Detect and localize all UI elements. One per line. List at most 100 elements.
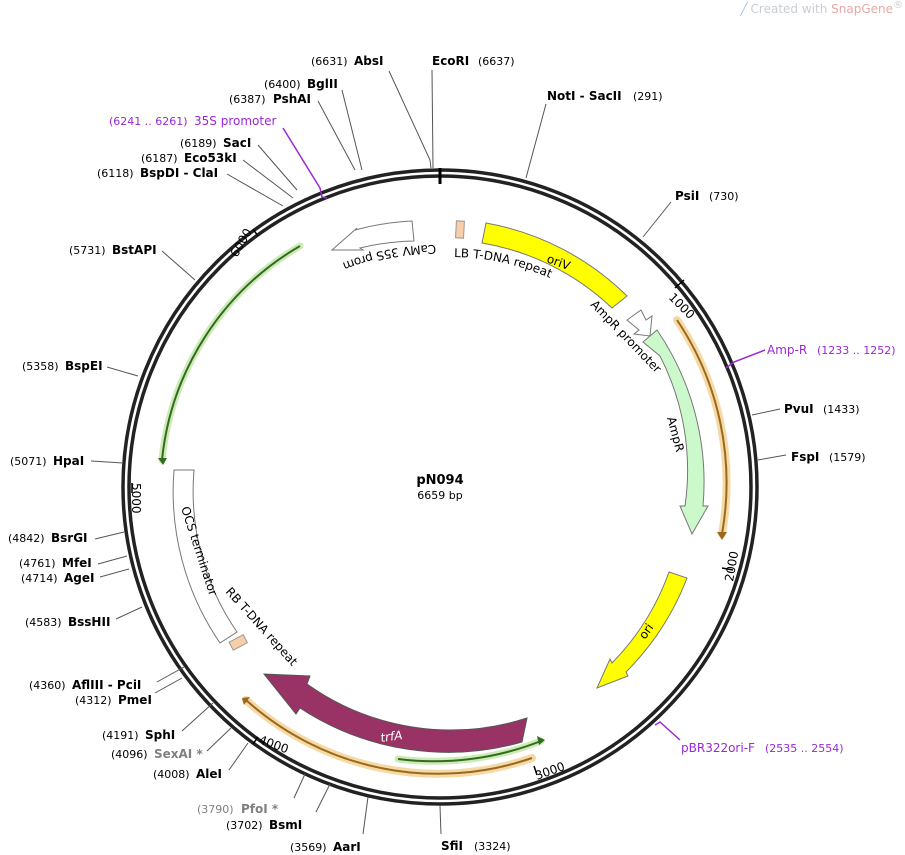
restriction-site-bspei[interactable]: (5358) BspEI — [22, 359, 103, 373]
restriction-site-eco53ki[interactable]: (6187) Eco53kI — [141, 151, 237, 165]
feature-label-trfa: trfA — [379, 728, 403, 745]
site-name: SacI — [223, 136, 251, 150]
restriction-site-saci[interactable]: (6189) SacI — [180, 136, 251, 150]
restriction-site-sfii[interactable]: SfiI (3324) — [441, 839, 511, 853]
site-name: BspDI - ClaI — [140, 166, 218, 180]
restriction-site-psii[interactable]: PsiI (730) — [675, 189, 739, 203]
restriction-site-noti-sacii[interactable]: NotI - SacII (291) — [547, 89, 663, 103]
site-name: MfeI — [62, 556, 92, 570]
site-name: AgeI — [64, 571, 94, 585]
site-position: (4761) — [19, 557, 56, 570]
site-name: FspI — [791, 450, 819, 464]
site-position: (3702) — [226, 819, 263, 832]
orf-green-left-arc[interactable] — [158, 242, 304, 465]
site-name: BstAPI — [112, 243, 157, 257]
site-position: (4312) — [75, 694, 112, 707]
primer-mark — [725, 349, 766, 369]
restriction-site-aflIII-pcii[interactable]: (4360) AflIII - PciI — [29, 678, 141, 692]
restriction-site-bstapi[interactable]: (5731) BstAPI — [69, 243, 157, 257]
site-position: (6637) — [478, 55, 515, 68]
restriction-site-pshai[interactable]: (6387) PshAI — [229, 92, 311, 106]
plasmid-name: pN094 — [416, 473, 463, 488]
site-position: (3324) — [474, 840, 511, 853]
restriction-site-sexai[interactable]: (4096) SexAI * — [111, 747, 203, 761]
site-name: PmeI — [118, 693, 152, 707]
site-position: (291) — [633, 90, 663, 103]
restriction-site-bsshii[interactable]: (4583) BssHII — [25, 615, 110, 629]
length-ticks — [131, 228, 734, 776]
site-position: (6400) — [264, 78, 301, 91]
ocs-box — [172, 469, 238, 644]
feature-ori[interactable]: ori — [596, 571, 688, 689]
site-position: (730) — [709, 190, 739, 203]
feature-rb-t-dna-repeat[interactable]: RB T-DNA repeat — [223, 585, 301, 669]
primer-position: (2535 .. 2554) — [765, 742, 844, 755]
restriction-site-absi[interactable]: (6631) AbsI — [311, 54, 383, 68]
restriction-site-sphi[interactable]: (4191) SphI — [102, 728, 175, 742]
orf-amp-arc[interactable] — [673, 316, 731, 540]
trfa-arrow — [262, 673, 528, 753]
restriction-site-aari[interactable]: (3569) AarI — [290, 840, 361, 854]
site-position: (5358) — [22, 360, 59, 373]
plasmid-length: 6659 bp — [417, 489, 462, 502]
site-position: (4714) — [21, 572, 58, 585]
site-name: HpaI — [53, 454, 84, 468]
site-position: (4008) — [153, 768, 190, 781]
site-position: (5731) — [69, 244, 106, 257]
watermark-brand: SnapGene — [831, 2, 893, 16]
site-position: (6387) — [229, 93, 266, 106]
ori-arrow — [596, 571, 688, 689]
site-name: SphI — [145, 728, 175, 742]
primer-35s-promoter[interactable]: (6241 .. 6261) 35S promoter — [109, 114, 328, 199]
site-name: AarI — [333, 840, 361, 854]
restriction-site-bspdi-clai[interactable]: (6118) BspDI - ClaI — [97, 166, 218, 180]
primer-name: pBR322ori-F — [681, 741, 755, 755]
primer-amp-r[interactable]: Amp-R (1233 .. 1252) — [725, 343, 896, 369]
site-name: BglII — [307, 77, 338, 91]
site-name: SexAI * — [154, 747, 203, 761]
restriction-site-hpai[interactable]: (5071) HpaI — [10, 454, 84, 468]
site-name: EcoRI — [432, 54, 469, 68]
site-position: (4842) — [8, 532, 45, 545]
site-leaders — [90, 69, 787, 835]
feature-trfa[interactable]: trfA — [262, 673, 528, 753]
site-position: (5071) — [10, 455, 47, 468]
feature-label-rb: RB T-DNA repeat — [223, 585, 301, 669]
watermark-text: Created with — [750, 2, 832, 16]
feature-camv-35s-promoter[interactable]: CaMV 35S promoter — [0, 0, 436, 273]
restriction-site-alei[interactable]: (4008) AleI — [153, 767, 222, 781]
restriction-site-fspi[interactable]: FspI (1579) — [791, 450, 866, 464]
primer-name: Amp-R — [767, 343, 807, 357]
tick-label-4000: 4000 — [257, 733, 290, 757]
restriction-site-mfei[interactable]: (4761) MfeI — [19, 556, 92, 570]
site-name: PvuI — [784, 402, 814, 416]
primer-position: (6241 .. 6261) — [109, 115, 188, 128]
site-position: (4096) — [111, 748, 148, 761]
restriction-site-bsrgi[interactable]: (4842) BsrGI — [8, 531, 88, 545]
site-position: (6189) — [180, 137, 217, 150]
site-name: PsiI — [675, 189, 699, 203]
restriction-site-bglii[interactable]: (6400) BglII — [264, 77, 338, 91]
site-position: (4191) — [102, 729, 139, 742]
restriction-site-pvui[interactable]: PvuI (1433) — [784, 402, 860, 416]
restriction-site-pmei[interactable]: (4312) PmeI — [75, 693, 152, 707]
feature-ocs-terminator[interactable]: OCS terminator — [172, 469, 238, 644]
restriction-site-agei[interactable]: (4714) AgeI — [21, 571, 94, 585]
site-position: (1433) — [823, 403, 860, 416]
site-name: SfiI — [441, 839, 463, 853]
primer-pbr322ori-f[interactable]: pBR322ori-F (2535 .. 2554) — [654, 721, 844, 755]
site-name: AflIII - PciI — [72, 678, 141, 692]
primer-name: 35S promoter — [194, 114, 276, 128]
tick-label-2000: 2000 — [722, 550, 741, 583]
restriction-site-bsmi[interactable]: (3702) BsmI — [226, 818, 302, 832]
snapgene-logo-icon: ╱ — [740, 2, 748, 16]
orf-green-bottom-arc[interactable] — [394, 736, 545, 765]
site-name: BsmI — [269, 818, 302, 832]
primer-position: (1233 .. 1252) — [817, 344, 896, 357]
orf-trfa-arc[interactable] — [242, 696, 536, 778]
site-position: (3790) — [197, 803, 234, 816]
restriction-site-ecori[interactable]: EcoRI (6637) — [432, 54, 515, 68]
site-position: (4360) — [29, 679, 66, 692]
restriction-site-pfoi[interactable]: (3790) PfoI * — [197, 802, 279, 816]
